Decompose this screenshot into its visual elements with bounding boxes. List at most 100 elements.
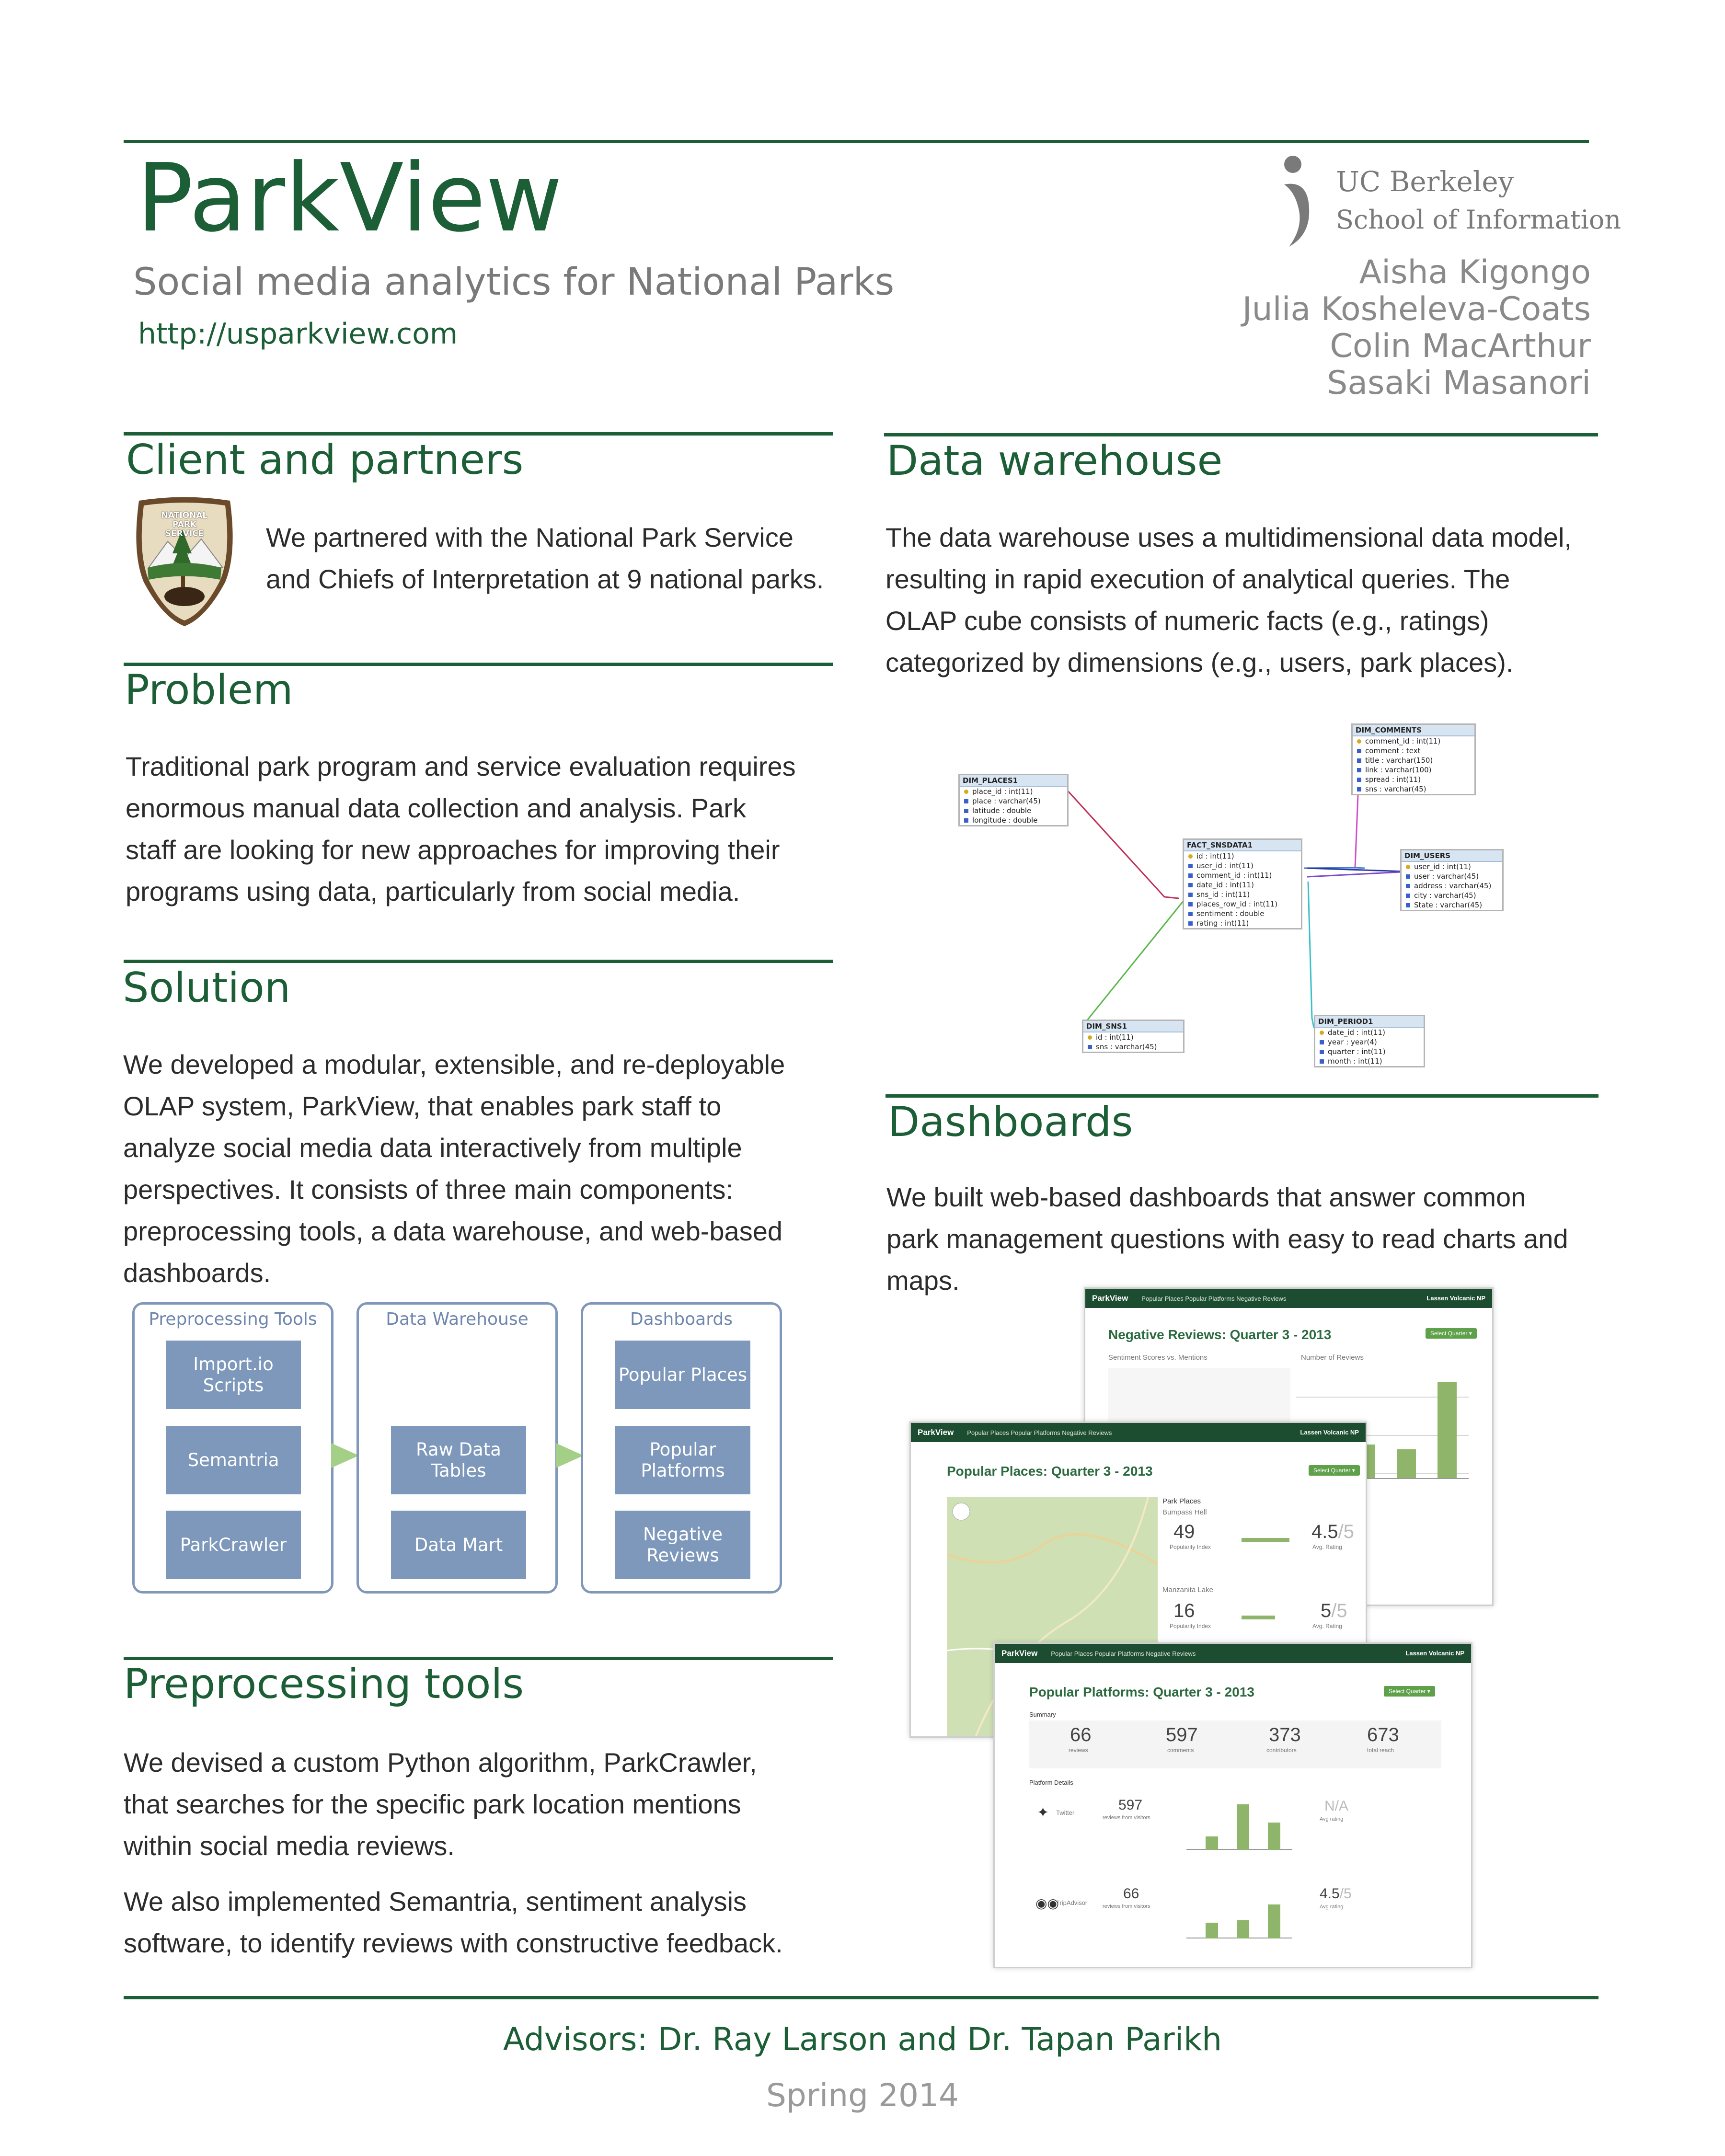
badge-text: SERVICE xyxy=(165,529,204,539)
section-rule xyxy=(884,433,1598,436)
schema-table-name: DIM_PLACES1 xyxy=(960,775,1067,787)
flow-box: Popular Platforms xyxy=(615,1426,750,1494)
details-label: Platform Details xyxy=(1029,1779,1073,1786)
mini-bar xyxy=(1242,1616,1275,1619)
poster-subtitle: Social media analytics for National Park… xyxy=(133,261,895,304)
text-line: resulting in rapid execution of analytic… xyxy=(886,564,1510,594)
arrowhead-icon xyxy=(136,497,233,626)
platform-bar-chart xyxy=(1186,1886,1292,1938)
app-brand: ParkView xyxy=(1092,1294,1128,1303)
flow-column-title: Preprocessing Tools xyxy=(149,1309,317,1329)
avg-rating: 5/5 xyxy=(1321,1600,1347,1622)
badge-text: PARK xyxy=(172,520,197,529)
flow-column-title: Data Warehouse xyxy=(386,1309,529,1329)
platform-rating-label: Avg rating xyxy=(1320,1904,1344,1910)
schema-field: sns_id : int(11) xyxy=(1184,890,1301,899)
summary-caption: contributors xyxy=(1266,1747,1297,1754)
problem-text: Traditional park program and service eva… xyxy=(126,745,796,912)
text-line: preprocessing tools, a data warehouse, a… xyxy=(123,1216,782,1246)
schema-field: sns : varchar(45) xyxy=(1353,784,1474,794)
top-rule xyxy=(124,140,1589,143)
flow-arrow-icon xyxy=(331,1443,359,1468)
app-brand: ParkView xyxy=(918,1428,954,1437)
text-line: and Chiefs of Interpretation at 9 nation… xyxy=(266,564,824,594)
platform-caption: reviews from visitors xyxy=(1103,1815,1150,1821)
schema-table-name: DIM_SNS1 xyxy=(1083,1021,1183,1032)
section-rule xyxy=(124,432,833,436)
schema-field: link : varchar(100) xyxy=(1353,765,1474,775)
tripadvisor-icon: ◉◉ xyxy=(1035,1896,1059,1911)
screen-title: Negative Reviews: Quarter 3 - 2013 xyxy=(1108,1327,1332,1342)
schema-table-name: DIM_USERS xyxy=(1402,850,1502,862)
rating-value: 5 xyxy=(1321,1600,1332,1621)
text-line: within social media reviews. xyxy=(124,1831,455,1861)
text-line: enormous manual data collection and anal… xyxy=(126,793,746,823)
text-line: maps. xyxy=(886,1265,960,1296)
schema-field: city : varchar(45) xyxy=(1402,891,1502,900)
popularity-label: Popularity Index xyxy=(1170,1544,1211,1550)
schema-field: id : int(11) xyxy=(1083,1032,1183,1042)
chart-bar xyxy=(1268,1823,1280,1850)
app-brand: ParkView xyxy=(1001,1649,1038,1658)
author-name: Sasaki Masanori xyxy=(1327,364,1591,402)
schema-table: DIM_SNS1 id : int(11) sns : varchar(45) xyxy=(1082,1020,1184,1053)
platform-name: Twitter xyxy=(1056,1809,1075,1816)
schema-table-name: DIM_PERIOD1 xyxy=(1315,1016,1424,1028)
platform-rating: N/A xyxy=(1324,1798,1349,1814)
flow-column-warehouse: Data Warehouse Raw Data Tables Data Mart xyxy=(356,1302,558,1594)
problem-heading: Problem xyxy=(125,666,293,714)
screen-title: Popular Platforms: Quarter 3 - 2013 xyxy=(1029,1685,1254,1699)
text-line: OLAP cube consists of numeric facts (e.g… xyxy=(886,606,1489,636)
project-url[interactable]: http://usparkview.com xyxy=(138,317,458,351)
text-line: that searches for the specific park loca… xyxy=(124,1789,741,1819)
select-quarter-button[interactable]: Select Quarter ▾ xyxy=(1309,1465,1360,1476)
schema-field: longitude : double xyxy=(960,815,1067,825)
select-quarter-button[interactable]: Select Quarter ▾ xyxy=(1426,1328,1477,1339)
preprocessing-heading: Preprocessing tools xyxy=(124,1660,524,1708)
client-text: We partnered with the National Park Serv… xyxy=(266,516,824,600)
schema-field: address : varchar(45) xyxy=(1402,881,1502,891)
author-list: Aisha Kigongo Julia Kosheleva-Coats Coli… xyxy=(1242,254,1591,401)
schema-field: comment_id : int(11) xyxy=(1353,736,1474,746)
app-nav: Popular Places Popular Platforms Negativ… xyxy=(967,1429,1112,1436)
preprocessing-text-1: We devised a custom Python algorithm, Pa… xyxy=(124,1742,757,1867)
summary-panel: 66 reviews 597 comments 373 contributors… xyxy=(1029,1720,1441,1768)
chart-bar xyxy=(1397,1449,1416,1478)
text-line: Traditional park program and service eva… xyxy=(126,751,796,781)
author-name: Colin MacArthur xyxy=(1330,327,1591,365)
ischool-logo: UC Berkeley School of Information xyxy=(1265,151,1621,256)
rating-max: /5 xyxy=(1339,1886,1352,1902)
place-name: Bumpass Hell xyxy=(1162,1508,1207,1516)
select-quarter-button[interactable]: Select Quarter ▾ xyxy=(1384,1686,1435,1697)
summary-value: 673 xyxy=(1367,1724,1399,1745)
flow-box: Negative Reviews xyxy=(615,1511,750,1579)
chart-bar xyxy=(1237,1920,1249,1938)
text-line: We also implemented Semantria, sentiment… xyxy=(124,1886,747,1916)
rating-value: 4.5 xyxy=(1320,1886,1340,1902)
schema-table: DIM_PERIOD1 date_id : int(11) year : yea… xyxy=(1314,1015,1425,1067)
section-rule xyxy=(124,960,833,963)
schema-field: places_row_id : int(11) xyxy=(1184,899,1301,909)
author-name: Julia Kosheleva-Coats xyxy=(1242,290,1591,328)
flow-column-dashboards: Dashboards Popular Places Popular Platfo… xyxy=(581,1302,782,1594)
schema-field: user : varchar(45) xyxy=(1402,872,1502,881)
park-name: Lassen Volcanic NP xyxy=(1405,1650,1464,1657)
term-text: Spring 2014 xyxy=(766,2077,959,2114)
schema-field: title : varchar(150) xyxy=(1353,756,1474,765)
section-rule xyxy=(124,663,833,666)
text-line: dashboards. xyxy=(123,1258,271,1288)
chart-bar xyxy=(1438,1382,1457,1478)
summary-value: 373 xyxy=(1269,1724,1301,1745)
schema-field: date_id : int(11) xyxy=(1315,1028,1424,1037)
flow-arrow-icon xyxy=(556,1443,584,1468)
twitter-icon: ✦ xyxy=(1037,1805,1049,1821)
schema-field: comment_id : int(11) xyxy=(1184,871,1301,880)
schema-table-name: FACT_SNSDATA1 xyxy=(1184,840,1301,851)
mini-bar xyxy=(1242,1538,1289,1542)
schema-table: DIM_PLACES1 place_id : int(11) place : v… xyxy=(958,774,1069,826)
flow-column-preprocessing: Preprocessing Tools Import.io Scripts Se… xyxy=(132,1302,334,1594)
chart-bar xyxy=(1237,1804,1249,1850)
solution-heading: Solution xyxy=(123,964,291,1012)
app-nav: Popular Places Popular Platforms Negativ… xyxy=(1051,1650,1196,1657)
school-name-line1: UC Berkeley xyxy=(1336,165,1514,198)
